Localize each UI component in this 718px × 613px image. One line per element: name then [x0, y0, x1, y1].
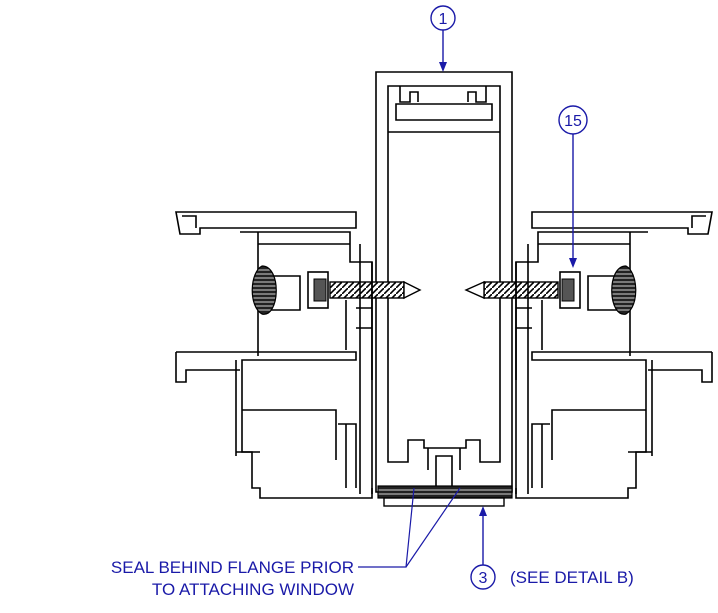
right-screw	[464, 271, 581, 309]
see-detail-note: (SEE DETAIL B)	[510, 568, 634, 587]
callout-1: 1	[430, 5, 456, 72]
right-frame-profile	[515, 211, 713, 499]
seal-note-line2: TO ATTACHING WINDOW	[152, 580, 354, 599]
callout-3: 3 (SEE DETAIL B)	[470, 506, 634, 590]
callout-1-label: 1	[439, 11, 448, 28]
bottom-seal-strip	[377, 485, 513, 507]
left-screw	[307, 271, 422, 309]
callout-3-label: 3	[479, 570, 488, 587]
left-gasket	[251, 265, 277, 315]
seal-note-line1: SEAL BEHIND FLANGE PRIOR	[111, 558, 354, 577]
callout-15-label: 15	[564, 113, 582, 130]
callout-15: 15	[558, 105, 588, 268]
left-frame-profile	[175, 211, 373, 499]
seal-leaders	[358, 487, 461, 568]
